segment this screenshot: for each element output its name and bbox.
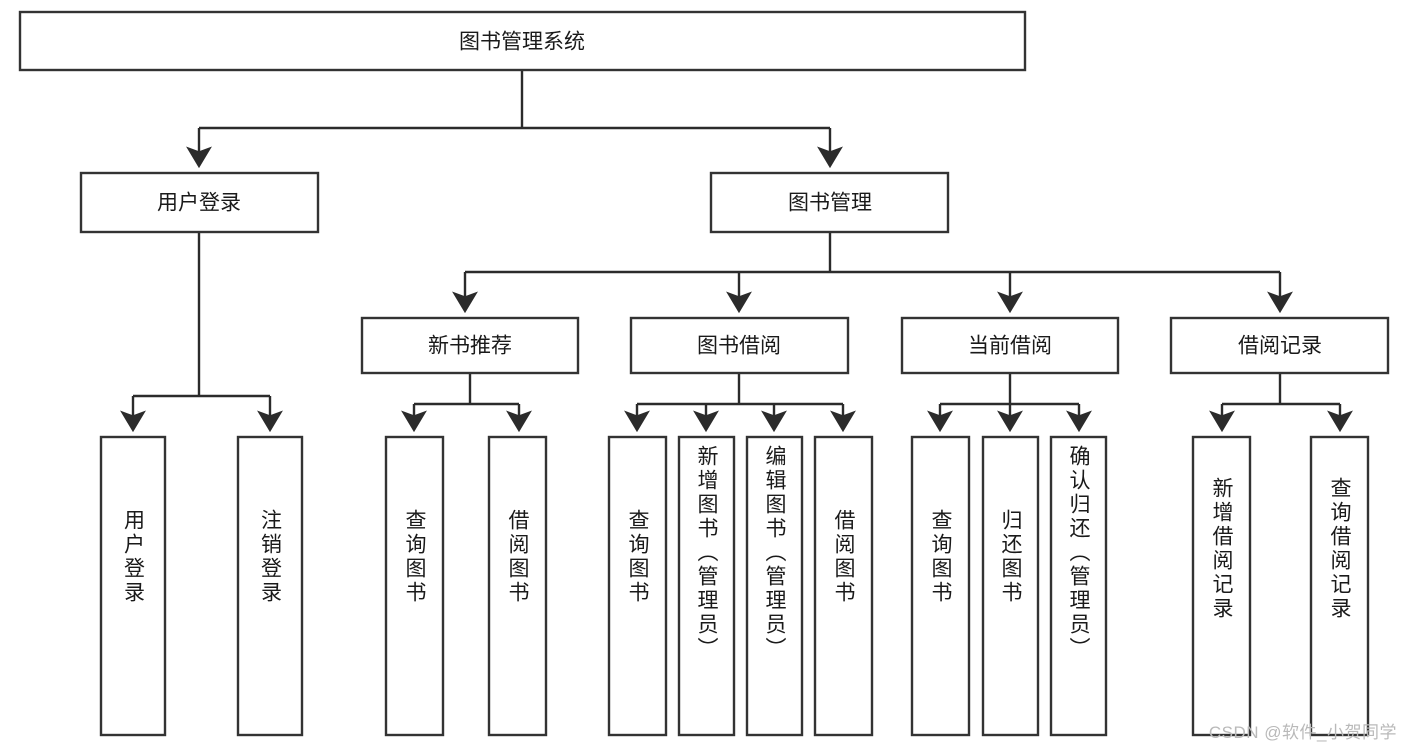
leaf-query-book-1-box[interactable] <box>384 435 445 737</box>
book-management-box[interactable] <box>709 171 950 234</box>
node-new-book-recommend[interactable]: 新书推荐 <box>360 316 580 375</box>
new-book-recommend-label: 新书推荐 <box>428 335 512 358</box>
user-login-box[interactable] <box>79 171 320 234</box>
node-user-login[interactable]: 用户登录 <box>79 171 320 234</box>
leaf-edit-book-box[interactable] <box>745 435 804 737</box>
leaf-borrow-book-1-box[interactable] <box>487 435 548 737</box>
leaf-confirm-return-box[interactable] <box>1049 435 1108 737</box>
root-system-label: 图书管理系统 <box>459 31 585 54</box>
leaf-add-borrow-record-box[interactable] <box>1191 435 1252 737</box>
leaf-query-book-3-box[interactable] <box>910 435 971 737</box>
root-system-box[interactable] <box>18 10 1027 72</box>
borrow-record-label: 借阅记录 <box>1238 335 1322 358</box>
book-borrow-label: 图书借阅 <box>697 335 781 358</box>
book-management-label: 图书管理 <box>788 192 872 215</box>
node-book-borrow[interactable]: 图书借阅 <box>629 316 850 375</box>
node-borrow-record[interactable]: 借阅记录 <box>1169 316 1390 375</box>
leaf-logout-login-box[interactable] <box>236 435 304 737</box>
borrow-record-box[interactable] <box>1169 316 1390 375</box>
new-book-recommend-box[interactable] <box>360 316 580 375</box>
node-current-borrow[interactable]: 当前借阅 <box>900 316 1120 375</box>
user-login-label: 用户登录 <box>157 192 241 215</box>
node-book-management[interactable]: 图书管理 <box>709 171 950 234</box>
watermark: CSDN @软件_小贺同学 <box>1208 723 1397 742</box>
current-borrow-box[interactable] <box>900 316 1120 375</box>
leaf-query-book-2-box[interactable] <box>607 435 668 737</box>
leaf-add-book-box[interactable] <box>677 435 736 737</box>
current-borrow-label: 当前借阅 <box>968 335 1052 358</box>
connector-group <box>120 70 1353 433</box>
leaf-user-login-box[interactable] <box>99 435 167 737</box>
book-borrow-box[interactable] <box>629 316 850 375</box>
node-root-system[interactable]: 图书管理系统 <box>18 10 1027 72</box>
leaf-borrow-book-2-box[interactable] <box>813 435 874 737</box>
leaf-return-book-box[interactable] <box>981 435 1040 737</box>
leaf-query-borrow-record-box[interactable] <box>1309 435 1370 737</box>
